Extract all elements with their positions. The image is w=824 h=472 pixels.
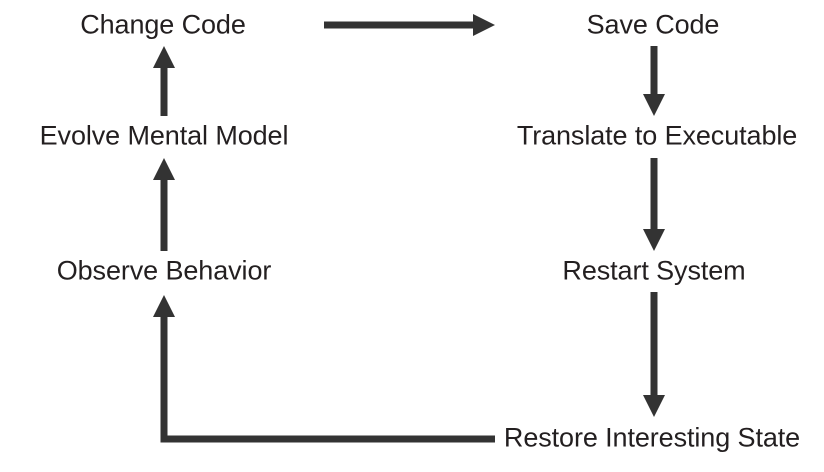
edge-change-code-to-save-code — [324, 14, 495, 36]
arrowhead-right-to-save-code — [473, 14, 495, 36]
node-restore-interesting-state: Restore Interesting State — [503, 422, 801, 453]
edge-save-code-to-translate — [643, 46, 665, 116]
arrowhead-up-to-observe — [153, 295, 175, 317]
node-save-code: Save Code — [586, 9, 720, 40]
node-observe-behavior: Observe Behavior — [56, 255, 272, 286]
node-evolve-mental-model: Evolve Mental Model — [39, 120, 289, 151]
arrowhead-down-to-restore — [643, 395, 665, 417]
edge-restart-to-restore — [643, 292, 665, 417]
arrowhead-up-to-change-code — [153, 46, 175, 68]
edge-restore-to-observe — [153, 295, 495, 443]
edge-translate-to-restart — [643, 158, 665, 251]
node-restart-system: Restart System — [562, 255, 746, 286]
node-translate-to-executable: Translate to Executable — [516, 120, 798, 151]
edge-evolve-to-change-code — [153, 46, 175, 116]
edge-observe-to-evolve — [153, 158, 175, 251]
arrowhead-down-to-restart — [643, 229, 665, 251]
node-change-code: Change Code — [80, 9, 246, 40]
arrowhead-down-to-translate — [643, 94, 665, 116]
arrowhead-up-to-evolve — [153, 158, 175, 180]
edge-shaft-restore-to-observe — [160, 308, 495, 443]
